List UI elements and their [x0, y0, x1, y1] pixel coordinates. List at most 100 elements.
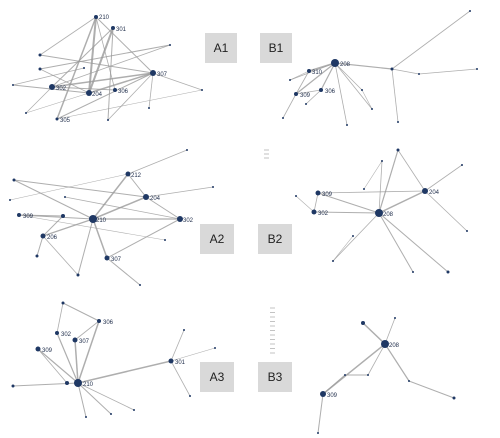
edge — [56, 16, 97, 120]
edge — [51, 72, 154, 88]
node-a3-n7 — [189, 395, 191, 397]
node-a1-204 — [86, 90, 92, 96]
node-a2-n6 — [139, 284, 141, 286]
node-a3-n8 — [65, 381, 69, 385]
edge — [18, 214, 166, 241]
edge — [36, 235, 44, 257]
node-a2-309 — [17, 213, 21, 217]
edge — [170, 329, 185, 362]
edge — [408, 380, 455, 399]
edge — [13, 179, 94, 220]
node-b2-n7 — [332, 260, 334, 262]
edge — [295, 89, 322, 95]
edge — [152, 72, 203, 91]
edge — [77, 382, 112, 415]
node-a3-210 — [74, 379, 82, 387]
node-b1-n5 — [371, 108, 373, 110]
node-a1-n9 — [169, 44, 171, 46]
node-a2-n2 — [9, 199, 11, 201]
edge — [424, 164, 463, 192]
node-b3-n4 — [408, 380, 410, 382]
edge — [295, 62, 336, 95]
edge — [39, 54, 154, 74]
edge — [313, 192, 319, 213]
node-a3-n9 — [214, 347, 216, 349]
svg-text:B3: B3 — [268, 370, 283, 384]
node-b1-n6 — [346, 124, 348, 126]
node-a2-206 — [40, 233, 46, 239]
edge — [62, 302, 100, 322]
node-label-b2-302: 302 — [318, 211, 329, 217]
node-a2-n1 — [12, 178, 16, 182]
node-b2-n1 — [396, 148, 400, 152]
node-b2-n9 — [295, 195, 297, 197]
node-a3-302 — [55, 331, 59, 335]
panel-label-a3: A3 — [200, 362, 234, 392]
node-a1-n3 — [12, 84, 14, 86]
node-label-a2-302: 302 — [183, 218, 194, 224]
edge — [64, 196, 181, 220]
edge — [51, 44, 171, 88]
edge — [418, 68, 478, 75]
edge — [25, 92, 90, 114]
node-a1-n1 — [38, 53, 42, 57]
edge — [42, 218, 94, 237]
node-b2-302 — [311, 209, 317, 215]
edge — [42, 235, 79, 276]
isolated-nodes-b2 — [264, 149, 269, 159]
edge — [317, 190, 426, 194]
edge — [391, 68, 399, 123]
edge — [378, 190, 426, 214]
node-label-a3-301: 301 — [175, 360, 186, 366]
node-a1-n8 — [83, 67, 85, 69]
node-label-a1-302: 302 — [56, 86, 67, 92]
node-label-a1-307: 307 — [157, 72, 168, 78]
edge — [74, 320, 100, 341]
node-a1-301 — [111, 26, 115, 30]
edge — [148, 72, 154, 109]
edge — [378, 160, 383, 214]
edge — [13, 179, 147, 198]
edge — [77, 382, 87, 418]
node-b2-n2 — [381, 160, 383, 162]
edge — [56, 89, 203, 120]
node-b1-208 — [331, 59, 339, 67]
node-b1-309 — [294, 92, 298, 96]
node-label-a3-309: 309 — [42, 348, 53, 354]
node-label-b1-306: 306 — [325, 89, 336, 95]
node-a1-n5 — [25, 112, 27, 114]
edge — [170, 360, 191, 397]
node-label-a1-306: 306 — [118, 89, 129, 95]
node-b2-n6 — [461, 164, 463, 166]
node-b3-309 — [320, 391, 326, 397]
edge — [289, 70, 310, 81]
edge — [9, 173, 129, 201]
edge — [384, 317, 396, 345]
node-label-a3-210: 210 — [83, 382, 94, 388]
node-label-a1-210: 210 — [99, 15, 110, 21]
node-a1-305 — [55, 117, 59, 121]
edge — [92, 173, 129, 220]
node-b2-n3 — [446, 270, 450, 274]
panel-label-b2: B2 — [258, 224, 292, 254]
node-a3-n3 — [110, 413, 112, 415]
node-b1-n8 — [282, 117, 284, 119]
edge — [12, 67, 85, 86]
edge — [384, 343, 410, 382]
edge — [74, 339, 79, 384]
node-b2-n10 — [352, 235, 354, 237]
node-a2-n10 — [164, 239, 166, 241]
panel-label-b3: B3 — [258, 362, 292, 392]
node-label-a3-307: 307 — [79, 339, 90, 345]
node-a3-306 — [97, 319, 101, 323]
nodes-layer — [9, 10, 478, 434]
svg-text:A1: A1 — [214, 41, 229, 55]
node-b1-n11 — [289, 79, 291, 81]
node-a2-n7 — [186, 149, 188, 151]
edge — [334, 62, 373, 110]
node-b3-n6 — [394, 317, 396, 319]
node-b2-n8 — [363, 188, 365, 190]
edge — [56, 72, 154, 120]
edge — [51, 27, 114, 88]
edge — [334, 62, 363, 91]
